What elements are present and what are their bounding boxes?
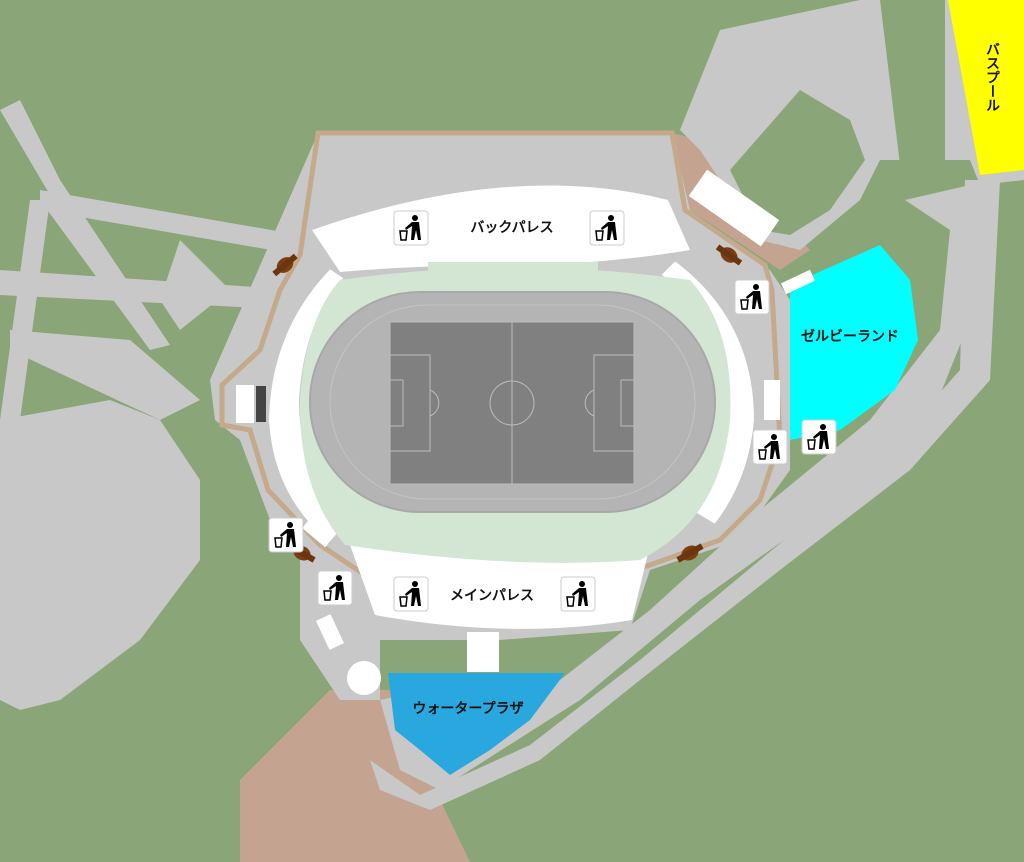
- water-plaza-area: [388, 673, 565, 775]
- back-stand-label: バックパレス: [470, 220, 553, 236]
- northeast-building: [688, 169, 780, 247]
- pitch-markings: [389, 322, 635, 484]
- trash-bin-icon: [268, 517, 304, 553]
- north-infield-strip: [428, 262, 598, 272]
- grass-island: [730, 90, 865, 235]
- grass-island-2: [880, 0, 945, 165]
- trash-bin-icon: [560, 576, 596, 612]
- track-inner-line: [329, 304, 696, 500]
- trash-bin-icon: [801, 419, 837, 455]
- bus-pool-label: バスプール: [984, 42, 1000, 112]
- bus-pool-area[interactable]: [948, 0, 1024, 175]
- west-building: [236, 385, 254, 423]
- dirt-area-south: [240, 690, 470, 862]
- zelby-entrance: [780, 269, 816, 295]
- back-stand[interactable]: [312, 185, 690, 272]
- southwest-small-building: [302, 512, 338, 548]
- trash-bin-icon: [589, 210, 625, 246]
- water-plaza-label: ウォータープラザ: [412, 701, 523, 717]
- entry-gate-icon: [715, 244, 743, 266]
- main-stand-label: メインパレス: [450, 588, 534, 604]
- trash-bin-icon: [752, 429, 788, 465]
- zelby-land-label: ゼルビーランド: [801, 328, 899, 345]
- entry-gate-icon: [676, 543, 704, 563]
- west-gate-block: [256, 386, 266, 422]
- trash-bin-icon: [393, 576, 429, 612]
- trash-bin-icon: [734, 279, 770, 315]
- zelby-land-area: [790, 245, 918, 440]
- trash-bin-icon: [393, 210, 429, 246]
- entry-gate-icon: [272, 253, 298, 277]
- southwest-building: [315, 614, 345, 650]
- south-passage: [467, 632, 499, 672]
- round-plaza: [347, 661, 381, 695]
- trash-bin-icon: [317, 570, 353, 606]
- east-building: [764, 380, 780, 420]
